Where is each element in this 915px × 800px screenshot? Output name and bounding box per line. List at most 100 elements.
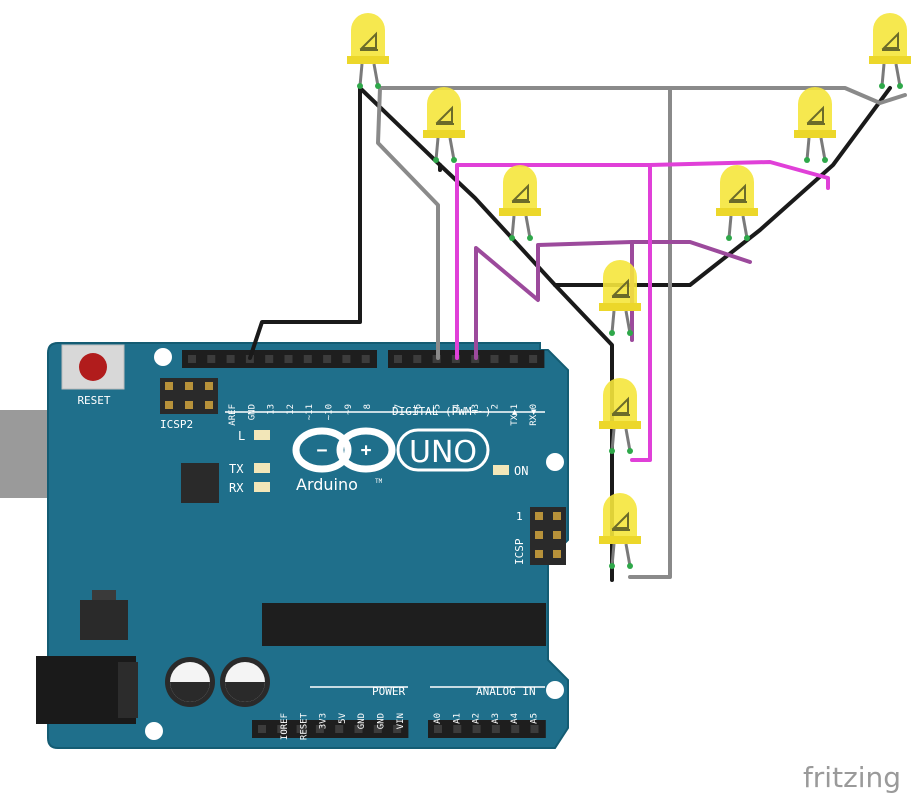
led-l-label: L: [238, 429, 245, 443]
reset-label: RESET: [77, 394, 110, 407]
pin-label: GND: [377, 713, 387, 729]
pin-label: ~6: [413, 404, 423, 415]
brand-label: Arduino: [296, 475, 358, 494]
uno-badge: [396, 428, 490, 472]
led[interactable]: [599, 378, 641, 454]
pin-label: AREF: [228, 404, 238, 426]
led[interactable]: [716, 165, 758, 241]
pin-label: 8: [363, 404, 373, 409]
led[interactable]: [499, 165, 541, 241]
pin-label: 12: [286, 404, 296, 415]
pin4-wire[interactable]: [455, 160, 830, 462]
header-pin[interactable]: [393, 725, 402, 733]
led-tx-label: TX: [229, 462, 244, 476]
pin-label: ~10: [325, 404, 335, 420]
pin-label: IOREF: [280, 713, 290, 740]
capacitor: [220, 657, 270, 707]
header-pin[interactable]: [296, 725, 305, 733]
led[interactable]: [599, 260, 641, 336]
header-pin[interactable]: [315, 725, 324, 733]
led[interactable]: [869, 13, 911, 89]
pin-label: 4: [452, 404, 462, 409]
icsp-pin1-label: 1: [516, 510, 523, 523]
led[interactable]: [794, 87, 836, 163]
led-l: [254, 430, 270, 440]
regulator-tab: [92, 590, 116, 602]
pin-label: 5V: [338, 712, 348, 723]
pin-label: A1: [452, 713, 462, 724]
led[interactable]: [347, 13, 389, 89]
header-pin[interactable]: [335, 725, 344, 733]
icsp2-header: [160, 378, 218, 414]
mount-hole: [154, 348, 172, 366]
header-pin[interactable]: [509, 355, 518, 363]
pin-label: GND: [357, 713, 367, 729]
pin-label: ~5: [433, 404, 443, 415]
header-pin[interactable]: [342, 355, 351, 363]
pin-label: 13: [267, 404, 277, 415]
pin-label: 3V3: [319, 713, 329, 729]
header-pin[interactable]: [303, 355, 312, 363]
header-pin[interactable]: [490, 355, 499, 363]
digital-label: DIGITAL (PWM=~): [392, 405, 491, 418]
header-pin[interactable]: [265, 355, 274, 363]
led-on-label: ON: [514, 464, 528, 478]
uno-label: UNO: [409, 435, 477, 470]
pin-label: A4: [510, 713, 520, 724]
header-pin[interactable]: [413, 355, 422, 363]
led-tx: [254, 463, 270, 473]
analog-header: [428, 720, 546, 738]
header-pin[interactable]: [434, 725, 442, 733]
header-pin[interactable]: [361, 355, 370, 363]
arduino-logo: − +: [292, 427, 396, 473]
icsp2-label: ICSP2: [160, 418, 193, 431]
pin-label: A0: [433, 713, 443, 724]
header-pin[interactable]: [188, 355, 196, 363]
mount-hole: [546, 453, 564, 471]
pin5-wire[interactable]: [376, 86, 907, 579]
power-header: [252, 720, 409, 738]
header-pin[interactable]: [394, 355, 402, 363]
pin-label: 2: [491, 404, 501, 409]
pin-label: 7: [394, 404, 404, 409]
pin-label: A5: [530, 713, 540, 724]
led-array: [347, 13, 911, 569]
pin-label: ~3: [471, 404, 481, 415]
led[interactable]: [423, 87, 465, 163]
pin-label: VIN: [396, 713, 406, 729]
reset-button-cap[interactable]: [79, 353, 107, 381]
header-pin[interactable]: [453, 725, 462, 733]
header-pin[interactable]: [491, 725, 500, 733]
header-pin[interactable]: [354, 725, 363, 733]
header-pin[interactable]: [258, 725, 266, 733]
led-on: [493, 465, 509, 475]
analog-label: ANALOG IN: [476, 685, 536, 698]
arduino-board: RESET ICSP2 L TX RX − + UNO Ardu: [0, 342, 569, 749]
led-rx-label: RX: [229, 481, 244, 495]
header-pin[interactable]: [529, 355, 538, 363]
header-pin[interactable]: [323, 355, 332, 363]
header-pin[interactable]: [226, 355, 235, 363]
pin-label: A3: [491, 713, 501, 724]
header-pin[interactable]: [373, 725, 382, 733]
header-pin[interactable]: [207, 355, 216, 363]
pin-label: ~9: [344, 404, 354, 415]
led[interactable]: [599, 493, 641, 569]
capacitor: [165, 657, 215, 707]
trademark-label: TM: [375, 478, 383, 485]
pin-label: RX◀0: [529, 404, 539, 426]
header-pin[interactable]: [284, 355, 293, 363]
icsp-header: [530, 507, 566, 565]
header-pin[interactable]: [277, 725, 286, 733]
atmega-chip: [262, 603, 546, 646]
header-pin[interactable]: [511, 725, 520, 733]
header-pin[interactable]: [472, 725, 481, 733]
header-pin[interactable]: [530, 725, 539, 733]
svg-text:−: −: [317, 440, 328, 461]
pin-label: GND: [247, 404, 257, 420]
